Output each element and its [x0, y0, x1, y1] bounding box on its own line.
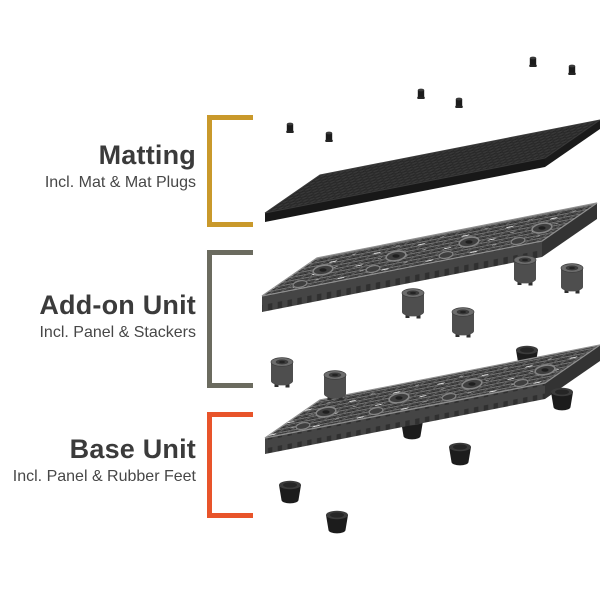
mat-plug-icon	[455, 97, 463, 108]
base-panel-illustration	[264, 344, 600, 454]
matting-bracket	[207, 115, 253, 227]
mat-plug-icon	[568, 64, 576, 75]
stackers-left	[270, 357, 347, 401]
mat-plug-icon	[286, 122, 294, 133]
mat-plug-icon	[417, 88, 425, 99]
rubber-foot-icon	[551, 387, 573, 411]
section-addon-unit: Add-on Unit Incl. Panel & Stackers	[39, 290, 196, 342]
base-unit-bracket	[207, 412, 253, 518]
addon-unit-title: Add-on Unit	[39, 290, 196, 320]
stacker-icon	[451, 307, 475, 338]
mat-illustration	[264, 119, 600, 222]
matting-subtitle: Incl. Mat & Mat Plugs	[44, 174, 196, 191]
mat-plug-icon	[529, 56, 537, 67]
section-matting: Matting Incl. Mat & Mat Plugs	[45, 140, 196, 192]
stacker-icon	[513, 255, 537, 286]
mat-plugs	[286, 56, 576, 142]
stacker-icon	[401, 288, 425, 319]
stacker-icon	[270, 357, 294, 388]
base-unit-subtitle: Incl. Panel & Rubber Feet	[12, 468, 196, 485]
stacker-icon	[560, 263, 584, 294]
section-base-unit: Base Unit Incl. Panel & Rubber Feet	[13, 434, 196, 486]
base-unit-title: Base Unit	[69, 434, 196, 464]
stacker-icon	[323, 370, 347, 401]
rubber-foot-icon	[279, 480, 301, 504]
addon-unit-bracket	[207, 250, 253, 388]
matting-title: Matting	[98, 140, 196, 170]
addon-panel-illustration	[261, 202, 598, 312]
mat-plug-icon	[325, 131, 333, 142]
rubber-foot-icon	[326, 510, 348, 534]
rubber-foot-icon	[449, 442, 471, 466]
socket-holes	[322, 368, 549, 414]
addon-unit-subtitle: Incl. Panel & Stackers	[39, 324, 196, 341]
socket-holes	[319, 226, 546, 272]
